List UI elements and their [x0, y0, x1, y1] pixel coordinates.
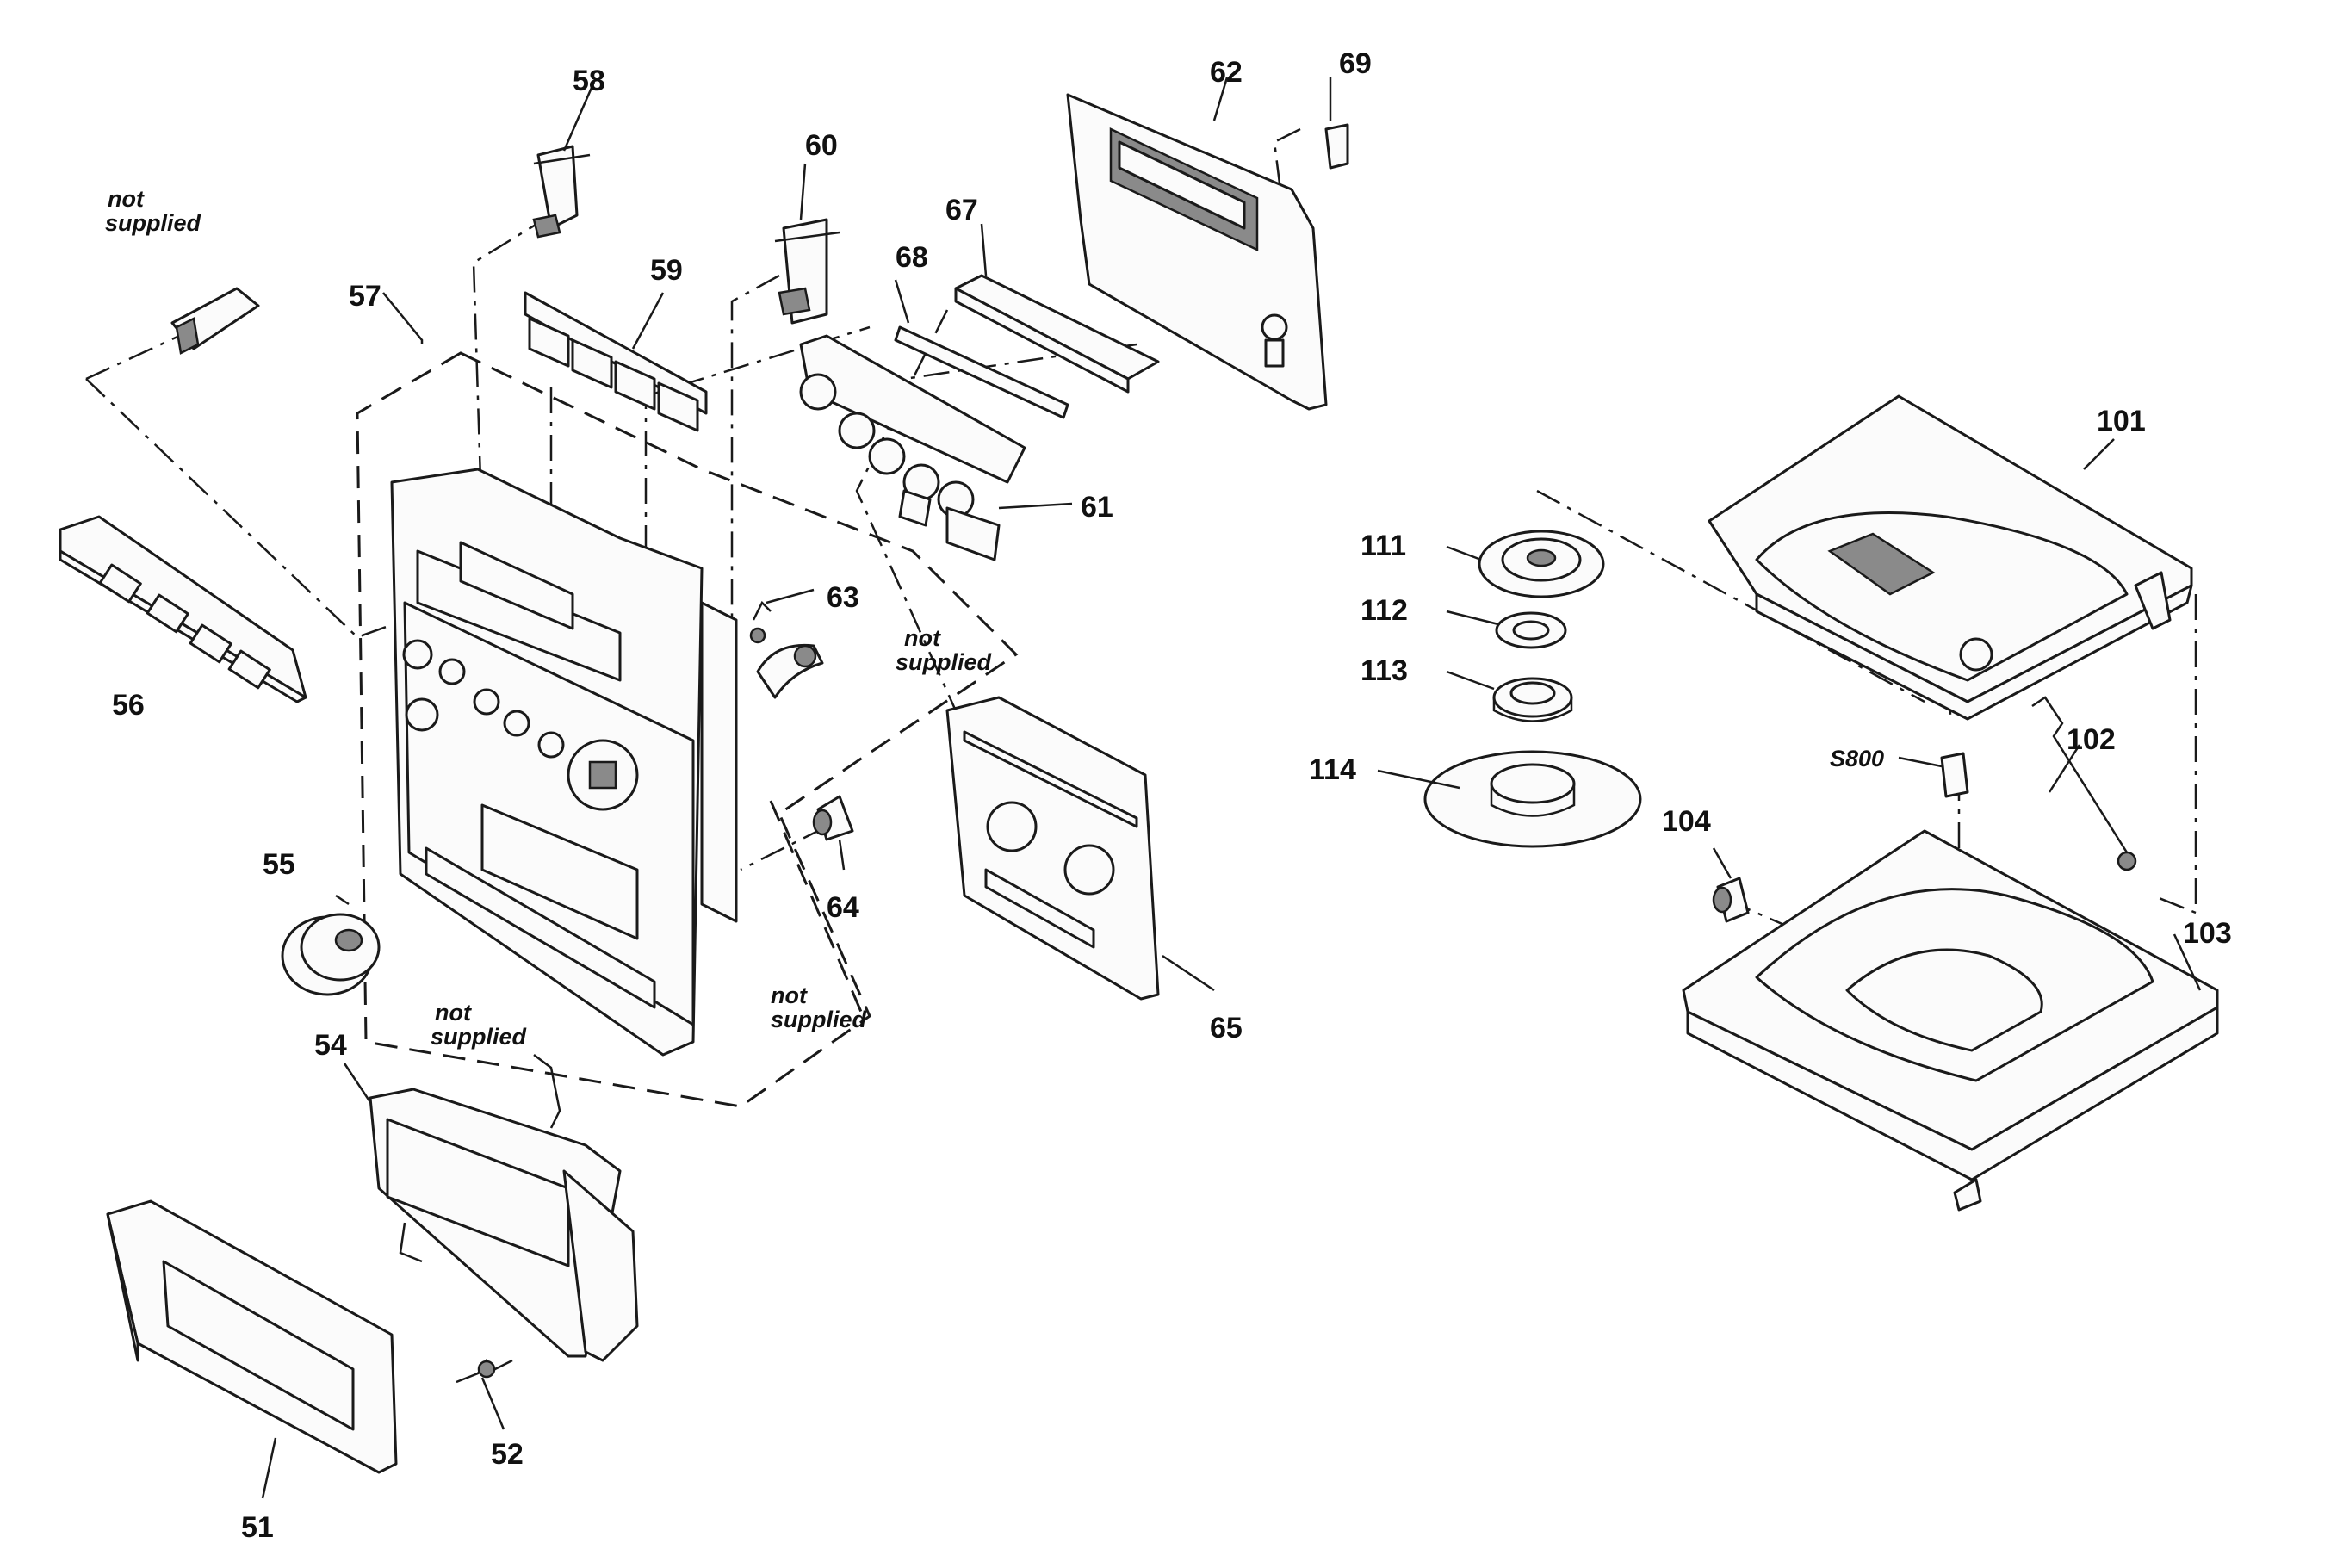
leader-line	[799, 163, 807, 220]
alignment-line	[1273, 127, 1301, 212]
part-s800-switch	[1940, 752, 1969, 798]
label-59: 59	[650, 254, 683, 287]
not-supplied-note-spring: supplied	[431, 1024, 527, 1050]
label-69: 69	[1339, 47, 1372, 80]
not-supplied-note-gear: not	[904, 625, 941, 651]
part-51-cassette-door	[106, 1199, 398, 1474]
label-s800: S800	[1830, 746, 1884, 772]
leader-line	[1446, 670, 1495, 691]
leader-line	[631, 292, 665, 350]
leader-line	[1377, 769, 1460, 790]
leader-line	[998, 502, 1073, 510]
label-63: 63	[827, 581, 859, 614]
part-58-bracket	[532, 145, 591, 239]
label-54: 54	[314, 1029, 347, 1062]
label-112: 112	[1361, 594, 1408, 627]
label-67: 67	[945, 194, 978, 226]
part-65-cassette-mechanism	[945, 696, 1160, 1001]
part-63-spring	[749, 600, 772, 644]
leader-line	[1212, 77, 1229, 121]
front-panel-assembly-boundary	[356, 351, 1019, 1108]
part-68-strip	[894, 325, 1069, 419]
part-61-board	[799, 334, 1026, 561]
label-61: 61	[1081, 491, 1113, 524]
label-114: 114	[1309, 753, 1356, 786]
not-supplied-note-gear: supplied	[896, 649, 992, 675]
leader-line	[562, 81, 596, 152]
part-60-bracket	[774, 218, 840, 325]
part-57-front-panel	[390, 468, 738, 1057]
not-supplied-note-panel: supplied	[771, 1007, 867, 1032]
part-112-washer	[1495, 611, 1567, 649]
label-111: 111	[1361, 530, 1406, 562]
label-102: 102	[2067, 723, 2116, 756]
alignment-line	[730, 274, 780, 663]
leader-line	[2083, 438, 2115, 470]
leader-line	[766, 588, 815, 604]
label-60: 60	[805, 129, 838, 162]
not-supplied-gear-part	[756, 643, 824, 699]
part-52-spring	[456, 1359, 513, 1384]
label-62: 62	[1210, 56, 1243, 89]
leader-line	[382, 292, 424, 344]
label-51: 51	[241, 1511, 274, 1544]
leader-line	[1712, 847, 1732, 879]
part-101-cd-lid	[1708, 394, 2193, 721]
leader-line	[261, 1437, 277, 1499]
part-111-turntable	[1478, 530, 1605, 598]
knob-bracket-boundary	[769, 800, 863, 1013]
not-supplied-note-panel: not	[771, 982, 808, 1008]
label-52: 52	[491, 1438, 524, 1471]
leader-line	[335, 894, 350, 906]
label-56: 56	[112, 689, 145, 722]
alignment-line	[740, 825, 827, 871]
label-58: 58	[573, 65, 605, 97]
label-65: 65	[1210, 1012, 1243, 1044]
part-67-switch-bar	[954, 274, 1160, 394]
leader-line	[980, 223, 988, 276]
part-113-ring	[1492, 677, 1573, 722]
not-supplied-note-spring: not	[435, 1000, 472, 1026]
label-103: 103	[2183, 917, 2232, 950]
not-supplied-note-top-left: supplied	[105, 210, 201, 236]
alignment-line	[2152, 594, 2197, 914]
leader-line	[480, 1377, 505, 1430]
leader-line	[343, 1063, 372, 1103]
label-57: 57	[349, 280, 381, 313]
alignment-line	[1536, 489, 1925, 703]
part-103-cd-tray-base	[1682, 829, 2219, 1212]
part-64-knob	[812, 795, 854, 841]
part-104-knob	[1712, 877, 1750, 923]
label-64: 64	[827, 891, 859, 924]
label-101: 101	[2097, 405, 2146, 437]
part-56-button-strip	[59, 515, 307, 703]
label-55: 55	[263, 848, 295, 881]
alignment-line	[855, 309, 975, 750]
part-59-button-row	[524, 291, 708, 432]
leader-line	[1446, 610, 1499, 626]
alignment-line	[903, 343, 1137, 381]
leader-line	[1898, 756, 1943, 768]
label-68: 68	[896, 241, 928, 274]
alignment-line	[472, 214, 552, 535]
leader-line	[1446, 545, 1482, 561]
part-54-door-bracket	[369, 1088, 639, 1362]
leader-line	[894, 279, 910, 324]
part-114-disc	[1423, 750, 1642, 848]
part-55-knob	[281, 913, 381, 996]
label-113: 113	[1361, 654, 1408, 687]
leader-line	[838, 839, 846, 871]
part-69-clip	[1324, 123, 1349, 170]
not-supplied-switch-part	[170, 287, 260, 355]
leader-line	[2048, 744, 2081, 793]
leader-line	[2173, 933, 2202, 991]
not-supplied-note-top-left: not	[108, 186, 145, 212]
leader-line	[1162, 954, 1215, 992]
not-supplied-spring-part	[533, 1054, 561, 1129]
part-62-main-board	[1066, 93, 1328, 411]
label-104: 104	[1662, 805, 1711, 838]
part-102-spring-wire	[2031, 696, 2137, 871]
